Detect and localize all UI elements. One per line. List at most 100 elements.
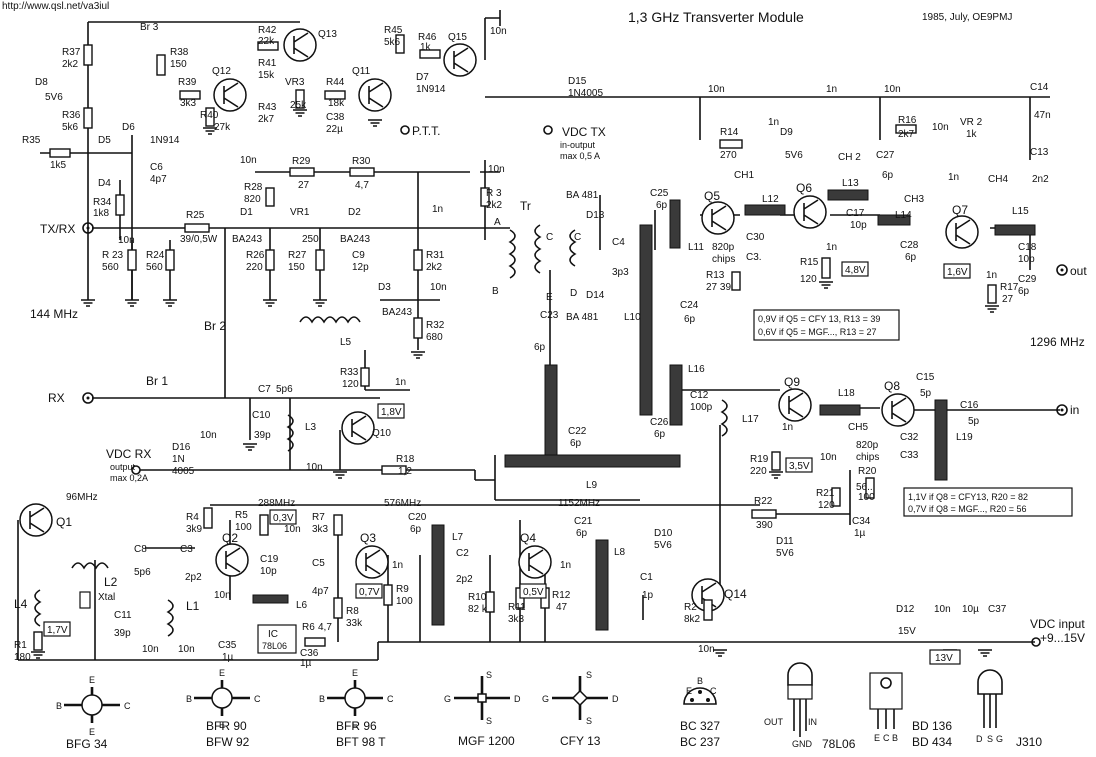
stripline-L10 — [639, 224, 653, 416]
component-label: S — [486, 716, 492, 726]
component-label: E — [874, 733, 880, 743]
component-label: 180 — [14, 652, 31, 663]
component-label: 10n — [932, 122, 949, 133]
connectors — [82, 125, 1068, 647]
stripline-L9-stub — [544, 364, 558, 466]
component-label: R30 — [352, 156, 371, 167]
component-label: C — [254, 694, 261, 704]
component-label: 27 — [298, 180, 310, 191]
pinout-name-bfr96: BFR 96 — [336, 719, 377, 733]
component-label: D3 — [378, 282, 391, 293]
ptt-label: P.T.T. — [412, 124, 440, 138]
pinout-78l06: OUT GND IN — [764, 662, 817, 749]
out-label: out — [1070, 264, 1087, 278]
component-label: 6p — [684, 314, 696, 325]
transistors — [19, 28, 979, 612]
component-label: R7 — [312, 512, 325, 523]
component-label: S — [586, 716, 592, 726]
component-label: 1k — [966, 129, 978, 140]
component-label: 680 — [426, 332, 443, 343]
component-label: R32 — [426, 320, 445, 331]
component-label: G — [542, 694, 549, 704]
component-label: E — [219, 668, 225, 678]
component-label: D16 — [172, 442, 191, 453]
component-label: R12 — [552, 590, 571, 601]
component-label: 47n — [1034, 110, 1051, 121]
component-label: C36 — [300, 648, 319, 659]
transistor-Q8 — [881, 393, 915, 427]
q8-note-box — [903, 487, 1073, 517]
pinout-name-cfy13: CFY 13 — [560, 734, 601, 748]
component-label: 27 39 — [706, 282, 731, 293]
component-label: R45 — [384, 25, 403, 36]
component-label: Q11 — [352, 66, 371, 77]
transistor-Q7 — [945, 215, 979, 249]
component-label: 2n2 — [1032, 174, 1049, 185]
transistor-Q2 — [215, 543, 249, 577]
voltage-q7: 1,6V — [947, 267, 968, 278]
vdc-range-label: +9...15V — [1040, 631, 1085, 645]
coil-Tr-secondary — [534, 224, 542, 274]
component-label: L13 — [842, 178, 859, 189]
component-label: C — [710, 686, 717, 696]
component-label: in-output — [560, 140, 596, 150]
component-label: D13 — [586, 210, 605, 221]
component-label: CH4 — [988, 174, 1008, 185]
transistor-Q10 — [341, 411, 375, 445]
component-label: 3k3 — [312, 524, 329, 535]
stripline-L12 — [744, 204, 786, 216]
component-label: G — [996, 734, 1003, 744]
component-label: 1µ — [854, 528, 866, 539]
component-label: 6p — [656, 200, 668, 211]
component-label: D11 — [776, 536, 794, 547]
stripline-L15 — [994, 224, 1036, 236]
vdc-input-label: VDC input — [1030, 617, 1085, 631]
component-label: R 23 — [102, 250, 124, 261]
component-label: D8 — [35, 77, 48, 88]
component-label: 3k9 — [186, 524, 203, 535]
component-label: 10n — [284, 524, 301, 535]
component-label: Q7 — [952, 203, 968, 217]
voltage-q6: 4,8V — [845, 265, 866, 276]
component-label: Br 1 — [146, 374, 168, 388]
component-label: B — [56, 701, 62, 711]
component-label: R41 — [258, 58, 277, 69]
component-label: R25 — [186, 210, 205, 221]
pinout-name-bfr90: BFR 90 — [206, 719, 247, 733]
component-label: R38 — [170, 47, 189, 58]
pinout-bd136: E C B — [869, 672, 903, 743]
component-label: 1n — [432, 204, 443, 215]
freq-576: 576MHz — [384, 498, 421, 509]
component-label: 18k — [328, 98, 345, 109]
component-label: R37 — [62, 47, 81, 58]
component-label: 6p — [1018, 286, 1030, 297]
ic-label: IC — [268, 629, 278, 640]
component-label: C19 — [260, 554, 279, 565]
resistors — [33, 34, 997, 651]
component-label: C3. — [746, 252, 762, 263]
component-label: 6p — [654, 429, 666, 440]
component-label: 4005 — [172, 466, 195, 477]
component-label: 3p3 — [612, 267, 629, 278]
component-label: CH3 — [904, 194, 924, 205]
q8-note-b: 0,7V if Q8 = MGF..., R20 = 56 — [908, 504, 1027, 514]
component-label: C14 — [1030, 82, 1049, 93]
component-label: R34 — [93, 197, 112, 208]
component-label: 39/0,5W — [180, 234, 218, 245]
component-label: C22 — [568, 426, 587, 437]
component-label: D2 — [348, 207, 361, 218]
component-label: B — [697, 676, 703, 686]
component-label: 5V6 — [45, 92, 63, 103]
component-label: 15k — [258, 70, 275, 81]
component-label: D5 — [98, 135, 111, 146]
component-label: D — [514, 694, 521, 704]
coil-L1 — [166, 599, 174, 637]
component-label: R13 — [706, 270, 725, 281]
component-label: C26 — [650, 417, 669, 428]
component-label: D — [976, 734, 983, 744]
component-label: 4p7 — [312, 586, 329, 597]
component-label: C27 — [876, 150, 895, 161]
coils — [34, 224, 728, 637]
component-label: C — [387, 694, 394, 704]
